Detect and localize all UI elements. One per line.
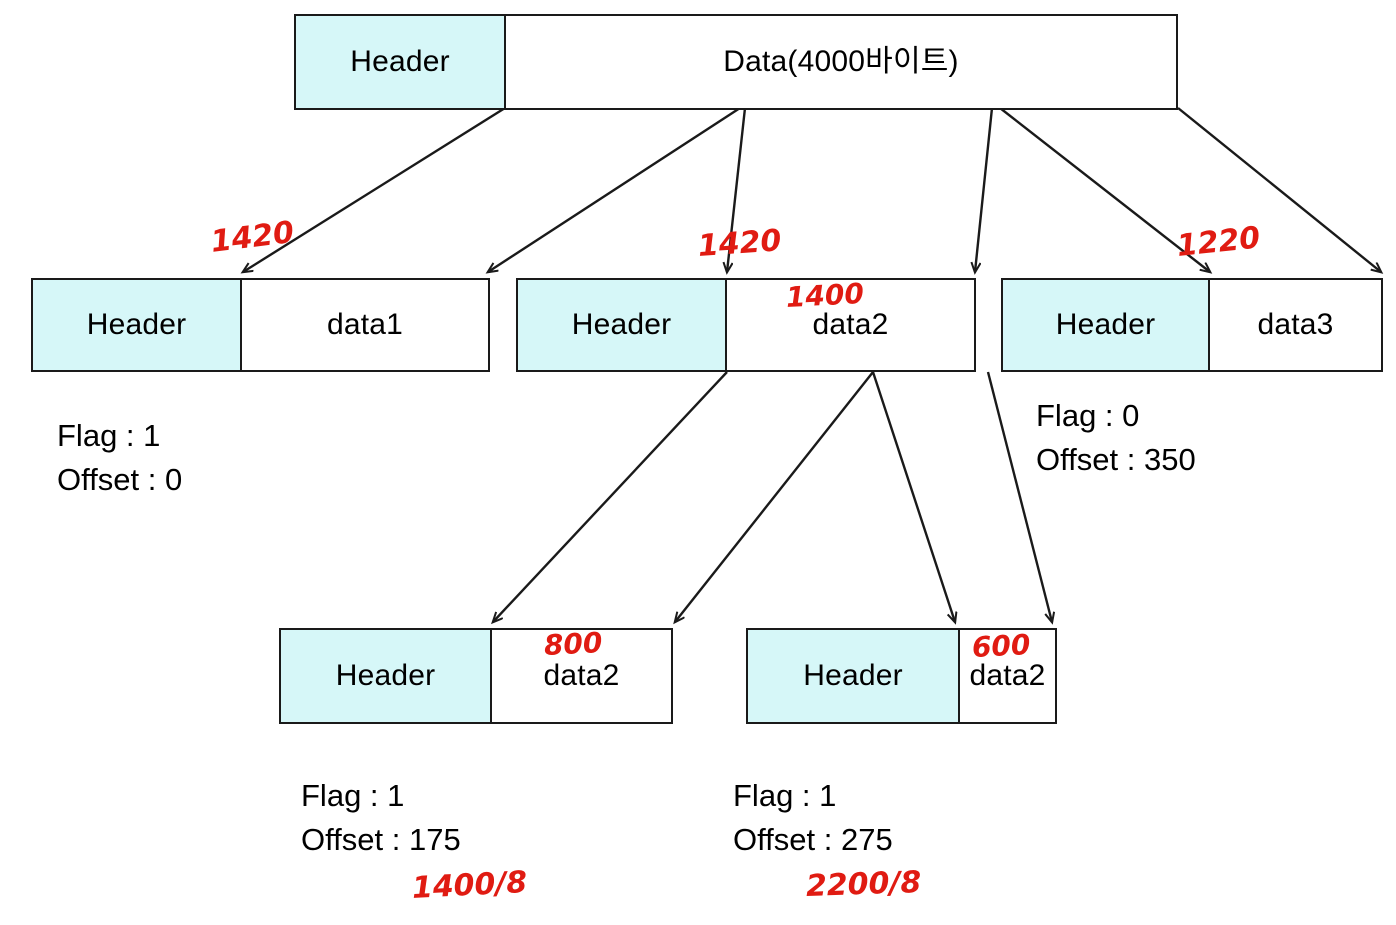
- fragment-2-header-label: Header: [571, 308, 672, 341]
- subfragment-2-payload-cell: data2: [960, 630, 1055, 722]
- annotation-subfragment-1-formula: 1400/8: [411, 864, 529, 906]
- subfragment-1-flag: Flag : 1: [301, 778, 405, 813]
- annotation-fragment-2-payload-size: 1400: [785, 276, 865, 314]
- fragment-2: Header data2: [516, 278, 976, 372]
- subfragment-2-offset: Offset : 275: [733, 822, 893, 858]
- fragment-2-header-cell: Header: [518, 280, 727, 370]
- fragment-3-payload-label: data3: [1257, 308, 1334, 341]
- annotation-subfragment-2-formula: 2200/8: [805, 864, 922, 904]
- annotation-subfragment-2-payload-size: 600: [971, 627, 1032, 664]
- subfragment-1-header-cell: Header: [281, 630, 492, 722]
- fragment-3: Header data3: [1001, 278, 1383, 372]
- annotation-fragment-1-size: 1420: [208, 214, 296, 260]
- original-data-cell: Data(4000바이트): [506, 16, 1176, 108]
- fragment-1-meta: Flag : 1 Offset : 0: [57, 414, 182, 502]
- subfragment-1-payload-label: data2: [543, 659, 620, 692]
- subfragment-2-header-cell: Header: [748, 630, 960, 722]
- subfragment-1-offset: Offset : 175: [301, 822, 461, 858]
- fragment-2-payload-cell: data2: [727, 280, 974, 370]
- subfragment-2: Header data2: [746, 628, 1057, 724]
- original-header-label: Header: [350, 45, 450, 78]
- fragment-1-header-label: Header: [86, 308, 187, 341]
- fragment-3-flag: Flag : 0: [1036, 398, 1140, 433]
- subfragment-1-meta: Flag : 1 Offset : 175: [301, 774, 461, 862]
- subfragment-1-header-label: Header: [335, 659, 436, 692]
- fragment-2-payload-label: data2: [812, 308, 889, 341]
- fragment-3-header-cell: Header: [1003, 280, 1210, 370]
- annotation-subfragment-1-payload-size: 800: [543, 625, 604, 662]
- original-header-cell: Header: [296, 16, 506, 108]
- fragment-3-offset: Offset : 350: [1036, 442, 1196, 478]
- fragment-1-payload-label: data1: [326, 308, 404, 341]
- fragment-1: Header data1: [31, 278, 490, 372]
- fragment-3-meta: Flag : 0 Offset : 350: [1036, 394, 1196, 482]
- subfragment-2-meta: Flag : 1 Offset : 275: [733, 774, 893, 862]
- subfragment-2-payload-label: data2: [969, 659, 1046, 692]
- fragment-3-payload-cell: data3: [1210, 280, 1381, 370]
- subfragment-2-header-label: Header: [803, 659, 903, 692]
- original-data-label: Data(4000바이트): [723, 45, 959, 78]
- subfragment-2-flag: Flag : 1: [733, 778, 837, 813]
- fragment-1-flag: Flag : 1: [57, 418, 161, 453]
- annotation-fragment-3-size: 1220: [1175, 220, 1262, 264]
- fragment-3-header-label: Header: [1055, 308, 1156, 341]
- annotation-fragment-2-size: 1420: [696, 223, 783, 264]
- fragment-1-header-cell: Header: [33, 280, 242, 370]
- fragment-1-payload-cell: data1: [242, 280, 488, 370]
- subfragment-1-payload-cell: data2: [492, 630, 671, 722]
- fragment-1-offset: Offset : 0: [57, 462, 183, 498]
- original-datagram: Header Data(4000바이트): [294, 14, 1178, 110]
- subfragment-1: Header data2: [279, 628, 673, 724]
